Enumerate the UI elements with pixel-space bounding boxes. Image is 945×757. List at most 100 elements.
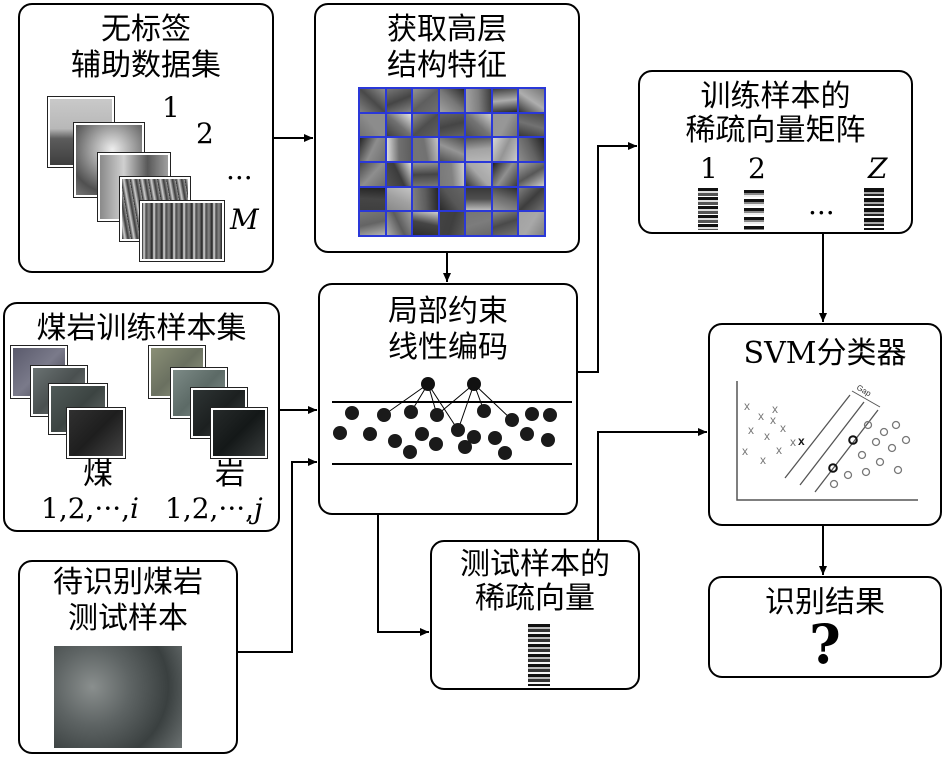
feature-patch xyxy=(492,138,518,161)
feature-patch xyxy=(519,187,544,211)
test-vector xyxy=(528,624,550,686)
feature-patch xyxy=(360,162,385,186)
feature-patch xyxy=(413,138,438,161)
train-sparse-box: 训练样本的 稀疏向量矩阵 1 2 ... Z xyxy=(638,70,913,234)
test-sparse-title-line2: 稀疏向量 xyxy=(475,581,595,616)
test-input-title-line1: 待识别煤岩 xyxy=(53,565,203,600)
feature-patch xyxy=(519,162,544,186)
feature-patch xyxy=(466,187,491,211)
llc-title-line1: 局部约束 xyxy=(388,294,508,329)
feature-patch xyxy=(386,113,412,137)
feature-patch xyxy=(386,187,412,211)
feature-patch xyxy=(386,89,412,112)
feature-patch xyxy=(466,138,491,161)
svm-gap-indicator xyxy=(851,390,881,408)
features-title-line2: 结构特征 xyxy=(387,48,507,83)
test-sparse-title-line1: 测试样本的 xyxy=(460,547,610,582)
feature-patch xyxy=(492,187,518,211)
rock-image-4 xyxy=(211,408,267,458)
svg-text:x: x xyxy=(744,399,750,413)
coal-index-var: i xyxy=(130,492,139,525)
feature-patch xyxy=(360,187,385,211)
svm-margin-left xyxy=(784,394,851,479)
train-vec-label-1: 1 xyxy=(700,152,718,185)
svm-title: SVM分类器 xyxy=(743,336,907,371)
coal-rock-title: 煤岩训练样本集 xyxy=(36,311,247,346)
feature-patch xyxy=(386,212,412,235)
unlabeled-title-line2: 辅助数据集 xyxy=(71,48,221,83)
svg-text:x: x xyxy=(780,421,786,435)
feature-patch xyxy=(413,113,438,137)
coal-index-text: 1,2,···, xyxy=(41,492,131,525)
feature-patch xyxy=(466,113,491,137)
train-vector-2 xyxy=(744,188,764,230)
train-sparse-title-line2: 稀疏向量矩阵 xyxy=(685,113,866,148)
feature-patch xyxy=(413,89,438,112)
feature-patch xyxy=(439,187,465,211)
svm-class-o xyxy=(829,420,911,489)
llc-dictionary-atoms xyxy=(333,404,557,460)
unlabeled-title-line1: 无标签 xyxy=(101,12,191,47)
result-question-mark: ? xyxy=(809,612,841,676)
feature-patch xyxy=(386,162,412,186)
feature-patch xyxy=(360,89,385,112)
svg-text:x: x xyxy=(770,413,776,427)
feature-patch xyxy=(413,187,438,211)
feature-patch xyxy=(360,212,385,235)
train-sparse-title-line1: 训练样本的 xyxy=(700,79,851,114)
feature-patch xyxy=(466,162,491,186)
feature-patch xyxy=(386,138,412,161)
feature-patch xyxy=(439,113,465,137)
llc-title-line2: 线性编码 xyxy=(388,330,508,365)
flow-arrows xyxy=(238,134,827,653)
feature-patch xyxy=(492,212,518,235)
coal-label: 煤 xyxy=(83,457,113,492)
svm-axes xyxy=(736,381,918,501)
features-box: 获取高层 结构特征 xyxy=(314,3,580,253)
feature-patch xyxy=(360,113,385,137)
coal-rock-training-box: 煤岩训练样本集 煤 1,2,···,i 岩 1,2,···, j xyxy=(3,302,280,532)
feature-patch xyxy=(492,162,518,186)
svg-text:x: x xyxy=(764,429,770,443)
test-sparse-box: 测试样本的 稀疏向量 xyxy=(430,540,640,690)
aux-label-1: 1 xyxy=(162,91,180,124)
arrow-llc-to-train-sparse xyxy=(578,142,637,373)
svg-text:x: x xyxy=(760,453,766,467)
aux-label-2: 2 xyxy=(196,117,214,150)
train-vector-1 xyxy=(698,188,718,230)
rock-label: 岩 xyxy=(215,457,245,492)
features-title-line1: 获取高层 xyxy=(387,12,507,47)
svg-text:x: x xyxy=(776,443,782,457)
arrow-test-sparse-to-svm xyxy=(597,428,707,540)
llc-code-node-2 xyxy=(467,377,481,391)
aux-label-dots: ... xyxy=(226,153,253,186)
svg-text:x: x xyxy=(772,402,778,416)
feature-patch xyxy=(360,138,385,161)
svm-gap-label: Gap xyxy=(855,383,873,399)
feature-patch xyxy=(492,89,518,112)
feature-patch xyxy=(519,113,544,137)
llc-illustration xyxy=(332,377,572,465)
feature-patch xyxy=(413,212,438,235)
train-vec-label-z: Z xyxy=(868,152,888,185)
aux-label-m: M xyxy=(230,203,259,236)
test-sample-image xyxy=(54,646,182,748)
svg-text:x: x xyxy=(790,435,796,449)
llc-box: 局部约束 线性编码 xyxy=(318,283,578,515)
svm-support-vector-2 xyxy=(828,463,838,473)
feature-patch xyxy=(439,89,465,112)
svm-hyperplane xyxy=(799,401,865,486)
coal-index: 1,2,···,i xyxy=(41,494,139,524)
svg-text:x: x xyxy=(748,423,754,437)
rock-index-var: j xyxy=(254,492,263,525)
svg-text:x: x xyxy=(758,409,764,423)
svm-box: SVM分类器 xyxy=(708,323,942,526)
llc-connections xyxy=(383,383,513,431)
test-input-box: 待识别煤岩 测试样本 xyxy=(18,560,238,754)
svg-text:x: x xyxy=(742,444,748,458)
feature-patch xyxy=(439,138,465,161)
coal-image-4 xyxy=(67,408,125,458)
